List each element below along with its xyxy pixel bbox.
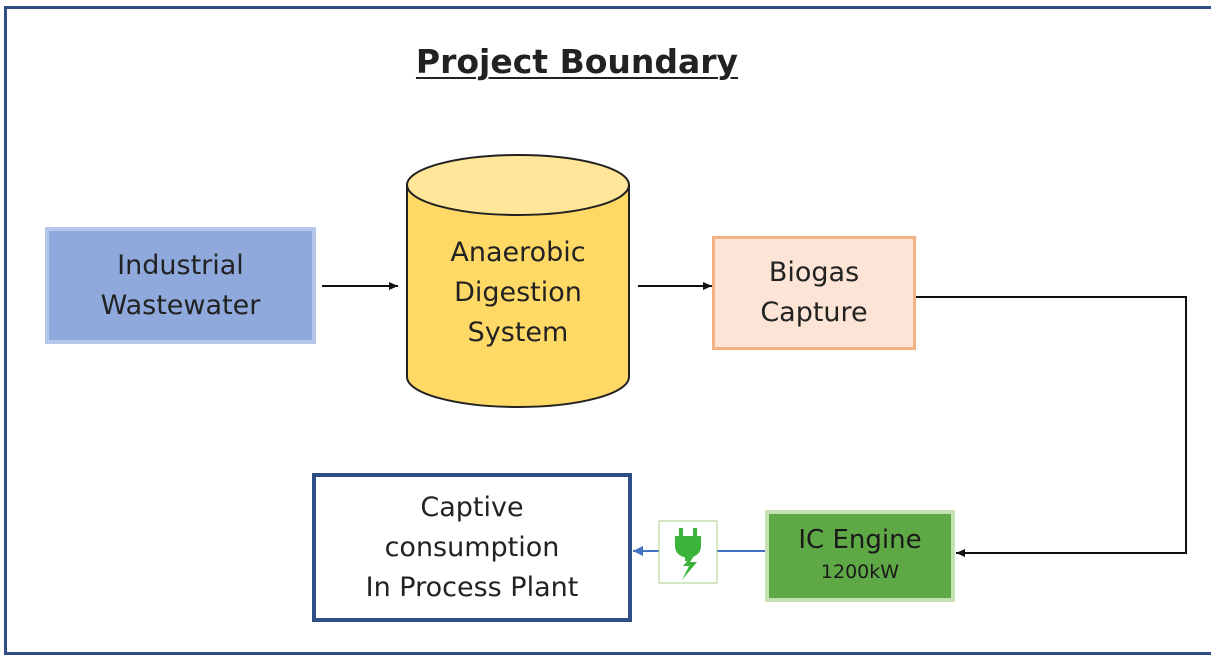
biogas-label-line: Capture [760, 297, 868, 328]
captive-label-line: Captive [420, 491, 524, 523]
captive-label-line: In Process Plant [365, 571, 579, 603]
project-boundary-frame [4, 6, 1211, 655]
biogas-label-line: Biogas [768, 257, 860, 288]
ic-engine-node: IC Engine 1200kW [765, 510, 955, 602]
digester-label-line: Anaerobic [450, 237, 586, 268]
power-plug-icon [658, 520, 718, 584]
digester-cylinder [406, 154, 630, 408]
engine-name: IC Engine [798, 525, 922, 555]
wastewater-node: Industrial Wastewater [45, 227, 316, 344]
arrow-biogas-to-engine [916, 296, 1187, 557]
wastewater-label-line: Industrial [117, 249, 244, 281]
wastewater-label-line: Wastewater [100, 289, 261, 321]
captive-label-line: consumption [384, 531, 560, 563]
digester-label-line: System [467, 317, 569, 348]
captive-consumption-node: Captive consumption In Process Plant [312, 473, 632, 622]
diagram-title: Project Boundary [415, 42, 739, 81]
engine-rating: 1200kW [820, 561, 900, 583]
digester-label-line: Digestion [454, 277, 582, 308]
biogas-capture-node: Biogas Capture [712, 236, 916, 350]
digester-label: Anaerobic Digestion System [407, 228, 629, 358]
